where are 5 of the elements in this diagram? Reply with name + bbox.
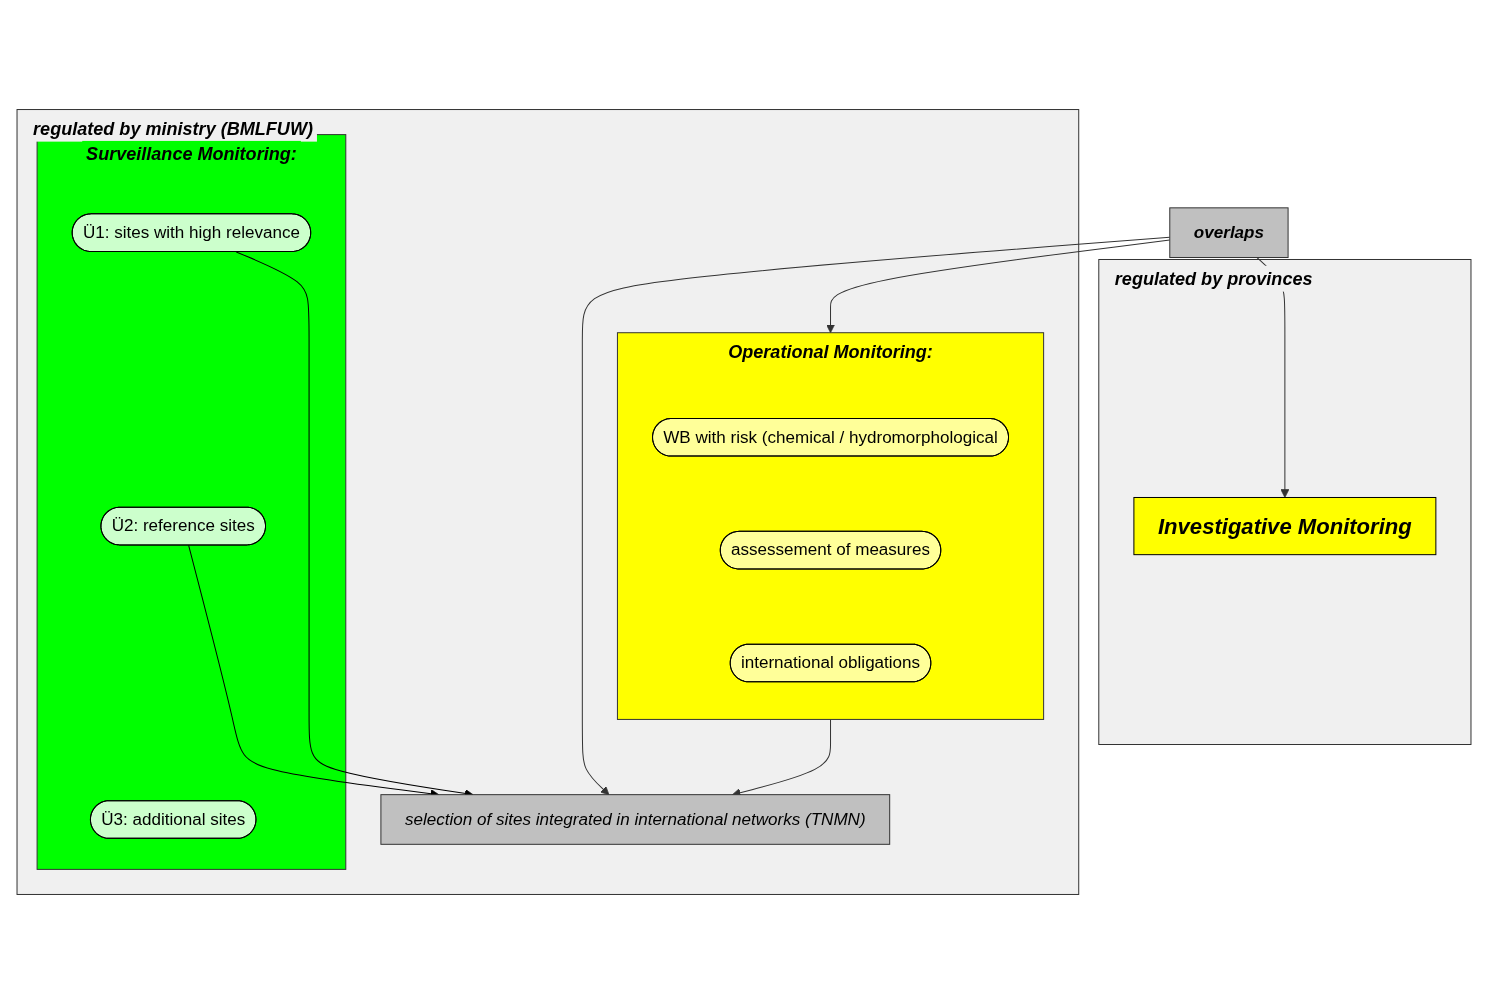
node-box: Investigative Monitoring xyxy=(1133,497,1437,556)
arrow xyxy=(826,239,1171,334)
arrow xyxy=(581,236,1171,796)
node-box: selection of sites integrated in international networks (TNMN) xyxy=(380,794,891,845)
node-box: overlaps xyxy=(1169,207,1289,258)
